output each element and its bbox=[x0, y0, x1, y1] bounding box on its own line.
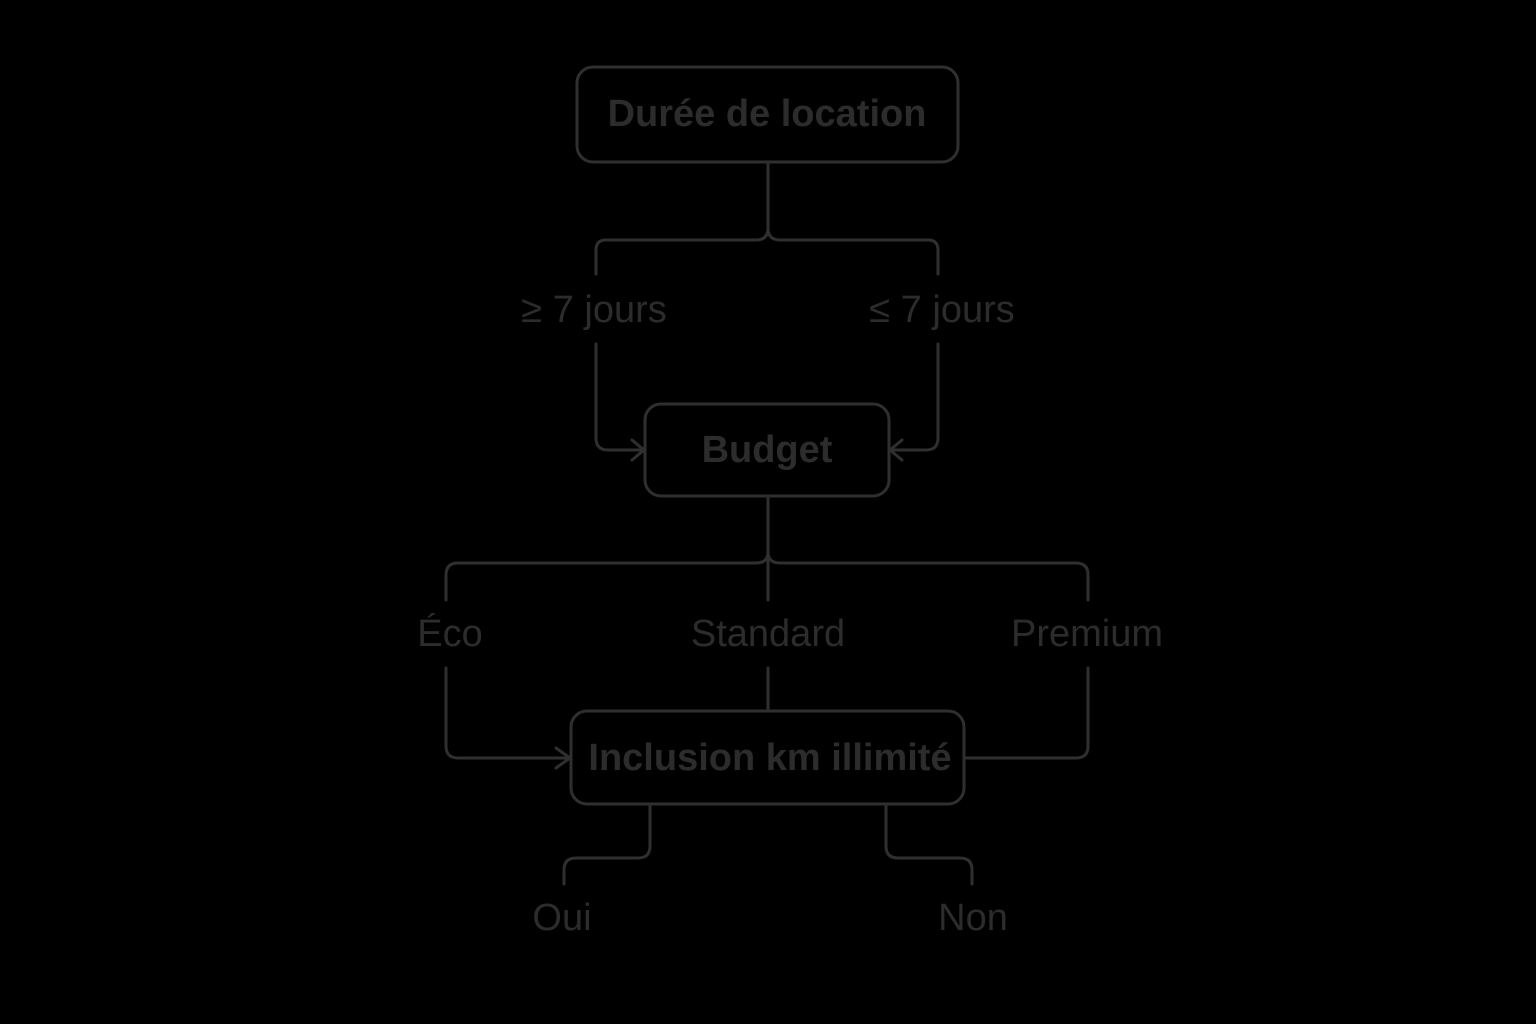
node-mileage-box bbox=[569, 709, 966, 806]
branch-label-ge7: ≥ 7 jours bbox=[521, 289, 666, 331]
node-duration-box bbox=[575, 65, 960, 164]
edge-duration-split bbox=[594, 160, 770, 276]
branch-label-yes: Oui bbox=[532, 897, 591, 939]
branch-label-premium: Premium bbox=[1011, 613, 1163, 655]
edge-budget-split-right bbox=[766, 550, 1090, 602]
branch-label-le7: ≤ 7 jours bbox=[869, 289, 1014, 331]
branch-label-standard: Standard bbox=[691, 613, 845, 655]
node-budget: Budget bbox=[643, 402, 891, 498]
branch-label-eco: Éco bbox=[417, 612, 482, 655]
node-duration-label: Durée de location bbox=[608, 93, 927, 135]
node-budget-box bbox=[643, 402, 891, 498]
edge-duration-split-right bbox=[766, 226, 940, 276]
node-duration: Durée de location bbox=[575, 65, 960, 164]
branch-label-no: Non bbox=[938, 897, 1008, 939]
edge-budget-split bbox=[444, 494, 770, 602]
edge-premium-to-mileage bbox=[962, 666, 1090, 760]
edge-le7-to-budget bbox=[888, 342, 940, 452]
edge-mileage-to-no bbox=[884, 802, 974, 886]
node-mileage: Inclusion km illimité bbox=[569, 709, 966, 806]
node-mileage-label: Inclusion km illimité bbox=[588, 737, 951, 779]
edge-mileage-to-yes bbox=[562, 802, 652, 886]
node-budget-label: Budget bbox=[702, 429, 833, 471]
edge-ge7-to-budget bbox=[594, 342, 646, 452]
edge-eco-to-mileage bbox=[444, 666, 572, 760]
